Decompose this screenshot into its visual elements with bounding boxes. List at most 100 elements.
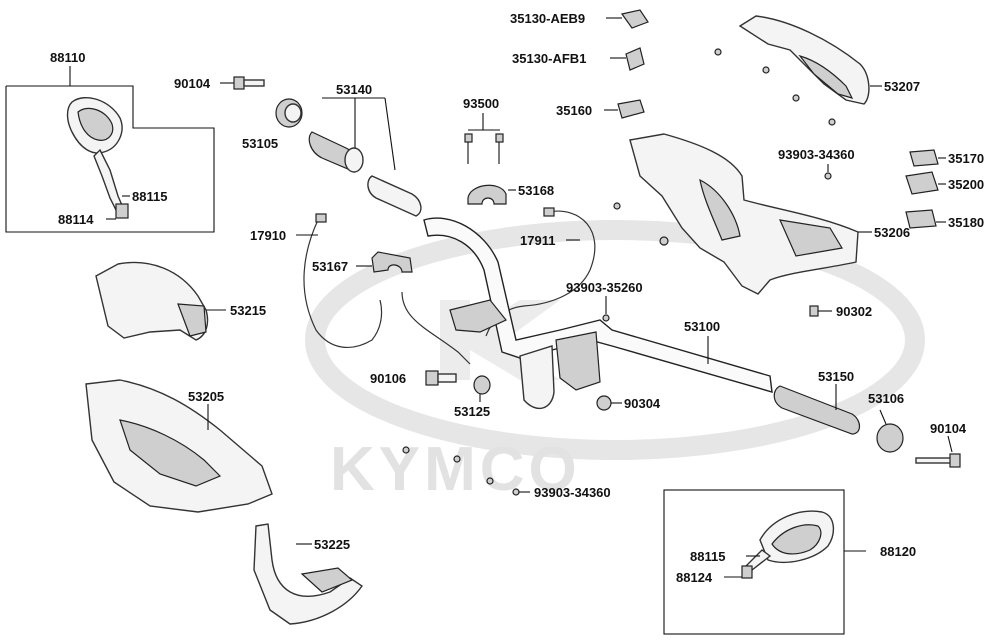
cover-53207-inner [798, 54, 854, 99]
label-93500: 93500 [463, 96, 499, 111]
label-90106: 90106 [370, 371, 406, 386]
label-53100: 53100 [684, 319, 720, 334]
bolt-right-head [949, 453, 961, 468]
clamp-lower [371, 251, 413, 273]
kymco-watermark: KYMCO [305, 220, 925, 504]
label-17911: 17911 [520, 233, 555, 248]
screw-53207-c [792, 94, 800, 102]
bolt-head [233, 76, 245, 90]
right-mirror-glass [771, 524, 822, 555]
label-53125: 53125 [454, 404, 490, 419]
label-88110: 88110 [50, 50, 85, 65]
label-53207: 53207 [884, 79, 920, 94]
left-mirror-adapter [115, 203, 129, 219]
handlebar-53100 [423, 217, 773, 410]
label-88114: 88114 [58, 212, 94, 227]
bolt-right-shank [915, 457, 953, 464]
mirror-box-frame-right [663, 489, 845, 635]
cover-53206-cutout-a [699, 178, 741, 241]
switch-35180-body [905, 209, 937, 229]
screws-93500 [464, 113, 504, 164]
label-53150: 53150 [818, 369, 854, 384]
grip-53150 [773, 384, 861, 435]
screw-bottom-a [402, 446, 410, 454]
label-35130-afb1: 35130-AFB1 [512, 51, 586, 66]
screw-53207-a [714, 48, 722, 56]
screw-93903-35260 [602, 314, 610, 322]
label-53167: 53167 [312, 259, 348, 274]
part-labels: 88110 90104 53105 53140 93500 35130-AEB9… [50, 11, 984, 585]
end-cap-53106 [876, 409, 904, 453]
cable-17910-line [303, 219, 383, 348]
mirror-box-frame [5, 85, 215, 233]
left-mirror-glass [77, 107, 114, 141]
label-53168: 53168 [518, 183, 554, 198]
screw-bottom-c [486, 477, 494, 485]
bolt-90302-head [809, 305, 819, 317]
label-35160: 35160 [556, 103, 592, 118]
switch-35200-body [905, 171, 939, 195]
screws-93903-34360-bottom [402, 446, 530, 496]
upper-cover-53207 [714, 15, 882, 126]
clamp-53167 [356, 251, 413, 273]
label-90302: 90302 [836, 304, 872, 319]
switch-rocker [617, 99, 645, 119]
panel-53225-tab [300, 567, 354, 593]
cable-17910-end [315, 213, 327, 223]
handlebar-tube [423, 217, 773, 393]
label-35130-aeb9: 35130-AEB9 [510, 11, 585, 26]
panel-53225-body [253, 523, 363, 625]
bolt-90302 [809, 305, 832, 317]
bolt-90106 [425, 370, 457, 386]
panel-53215 [95, 261, 226, 341]
label-93903-34360-bottom: 93903-34360 [534, 485, 611, 500]
screw-53206-a [613, 202, 621, 210]
cable-17910b-line [401, 291, 471, 365]
switch-35170 [909, 149, 946, 167]
switch-35170-body [909, 149, 939, 167]
handlebar-bracket [449, 299, 507, 333]
label-35170: 35170 [948, 151, 984, 166]
bar-end-bolt-top [220, 76, 265, 90]
switch-35180 [905, 209, 946, 229]
watermark-text: KYMCO [330, 435, 581, 504]
label-53106: 53106 [868, 391, 904, 406]
nut-body [596, 395, 612, 411]
switch-knob-a [620, 9, 649, 29]
watermark-ring [305, 220, 925, 460]
switch-35130-afb1 [610, 47, 645, 71]
end-cap-body [876, 423, 904, 453]
label-88124: 88124 [676, 570, 713, 585]
switch-35160 [604, 99, 645, 119]
handlebar-clamp-block [555, 331, 601, 391]
panel-53205-inner [119, 419, 222, 487]
switch-knob-b [625, 47, 645, 71]
label-53225: 53225 [314, 537, 350, 552]
switch-35130-aeb9 [606, 9, 649, 29]
screw-93903-34360-top [824, 172, 832, 180]
cable-17911-end [543, 207, 555, 217]
leader-53140-b [384, 97, 396, 171]
label-90104-right: 90104 [930, 421, 967, 436]
label-53105: 53105 [242, 136, 278, 151]
throttle-grip-53140 [308, 97, 422, 217]
screw-a-head [464, 133, 473, 143]
bolt-shank [243, 79, 265, 87]
handlebar-stem [519, 345, 555, 410]
label-93903-34360-top: 93903-34360 [778, 147, 855, 162]
screw-bottom-b [453, 455, 461, 463]
label-90304: 90304 [624, 396, 661, 411]
leader-90104-right [947, 435, 953, 453]
cap-face [284, 103, 302, 123]
rear-cover-53206 [613, 133, 872, 295]
bar-end-bolt-right [915, 435, 961, 468]
switch-35200 [905, 171, 946, 195]
label-88115-left: 88115 [132, 189, 167, 204]
panel-53215-edge [177, 303, 207, 337]
grip-end [344, 147, 364, 173]
bolt-90106-shank [437, 373, 457, 383]
nut-90304 [596, 395, 622, 411]
leader-53106 [879, 409, 887, 425]
label-53205: 53205 [188, 389, 224, 404]
